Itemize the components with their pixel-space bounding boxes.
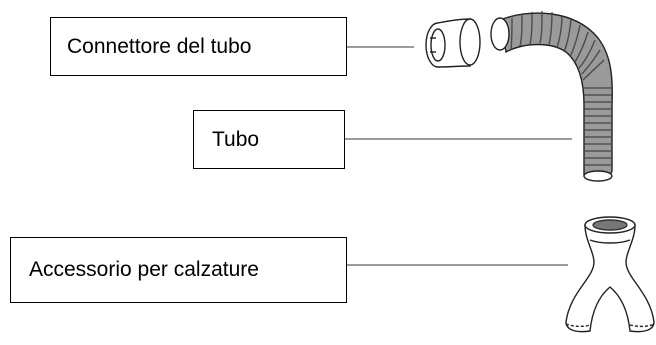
connector-label: Connettore del tubo — [67, 34, 252, 58]
shoe-accessory-label-box: Accessorio per calzature — [10, 237, 347, 303]
shoe-accessory-illustration — [565, 216, 655, 333]
shoe-accessory-label: Accessorio per calzature — [29, 258, 259, 281]
connector-label-box: Connettore del tubo — [50, 17, 347, 76]
tube-label-box: Tubo — [193, 110, 345, 169]
hose-tube-illustration — [490, 10, 613, 182]
hose-connector-illustration — [425, 18, 481, 68]
tube-label: Tubo — [212, 127, 260, 151]
